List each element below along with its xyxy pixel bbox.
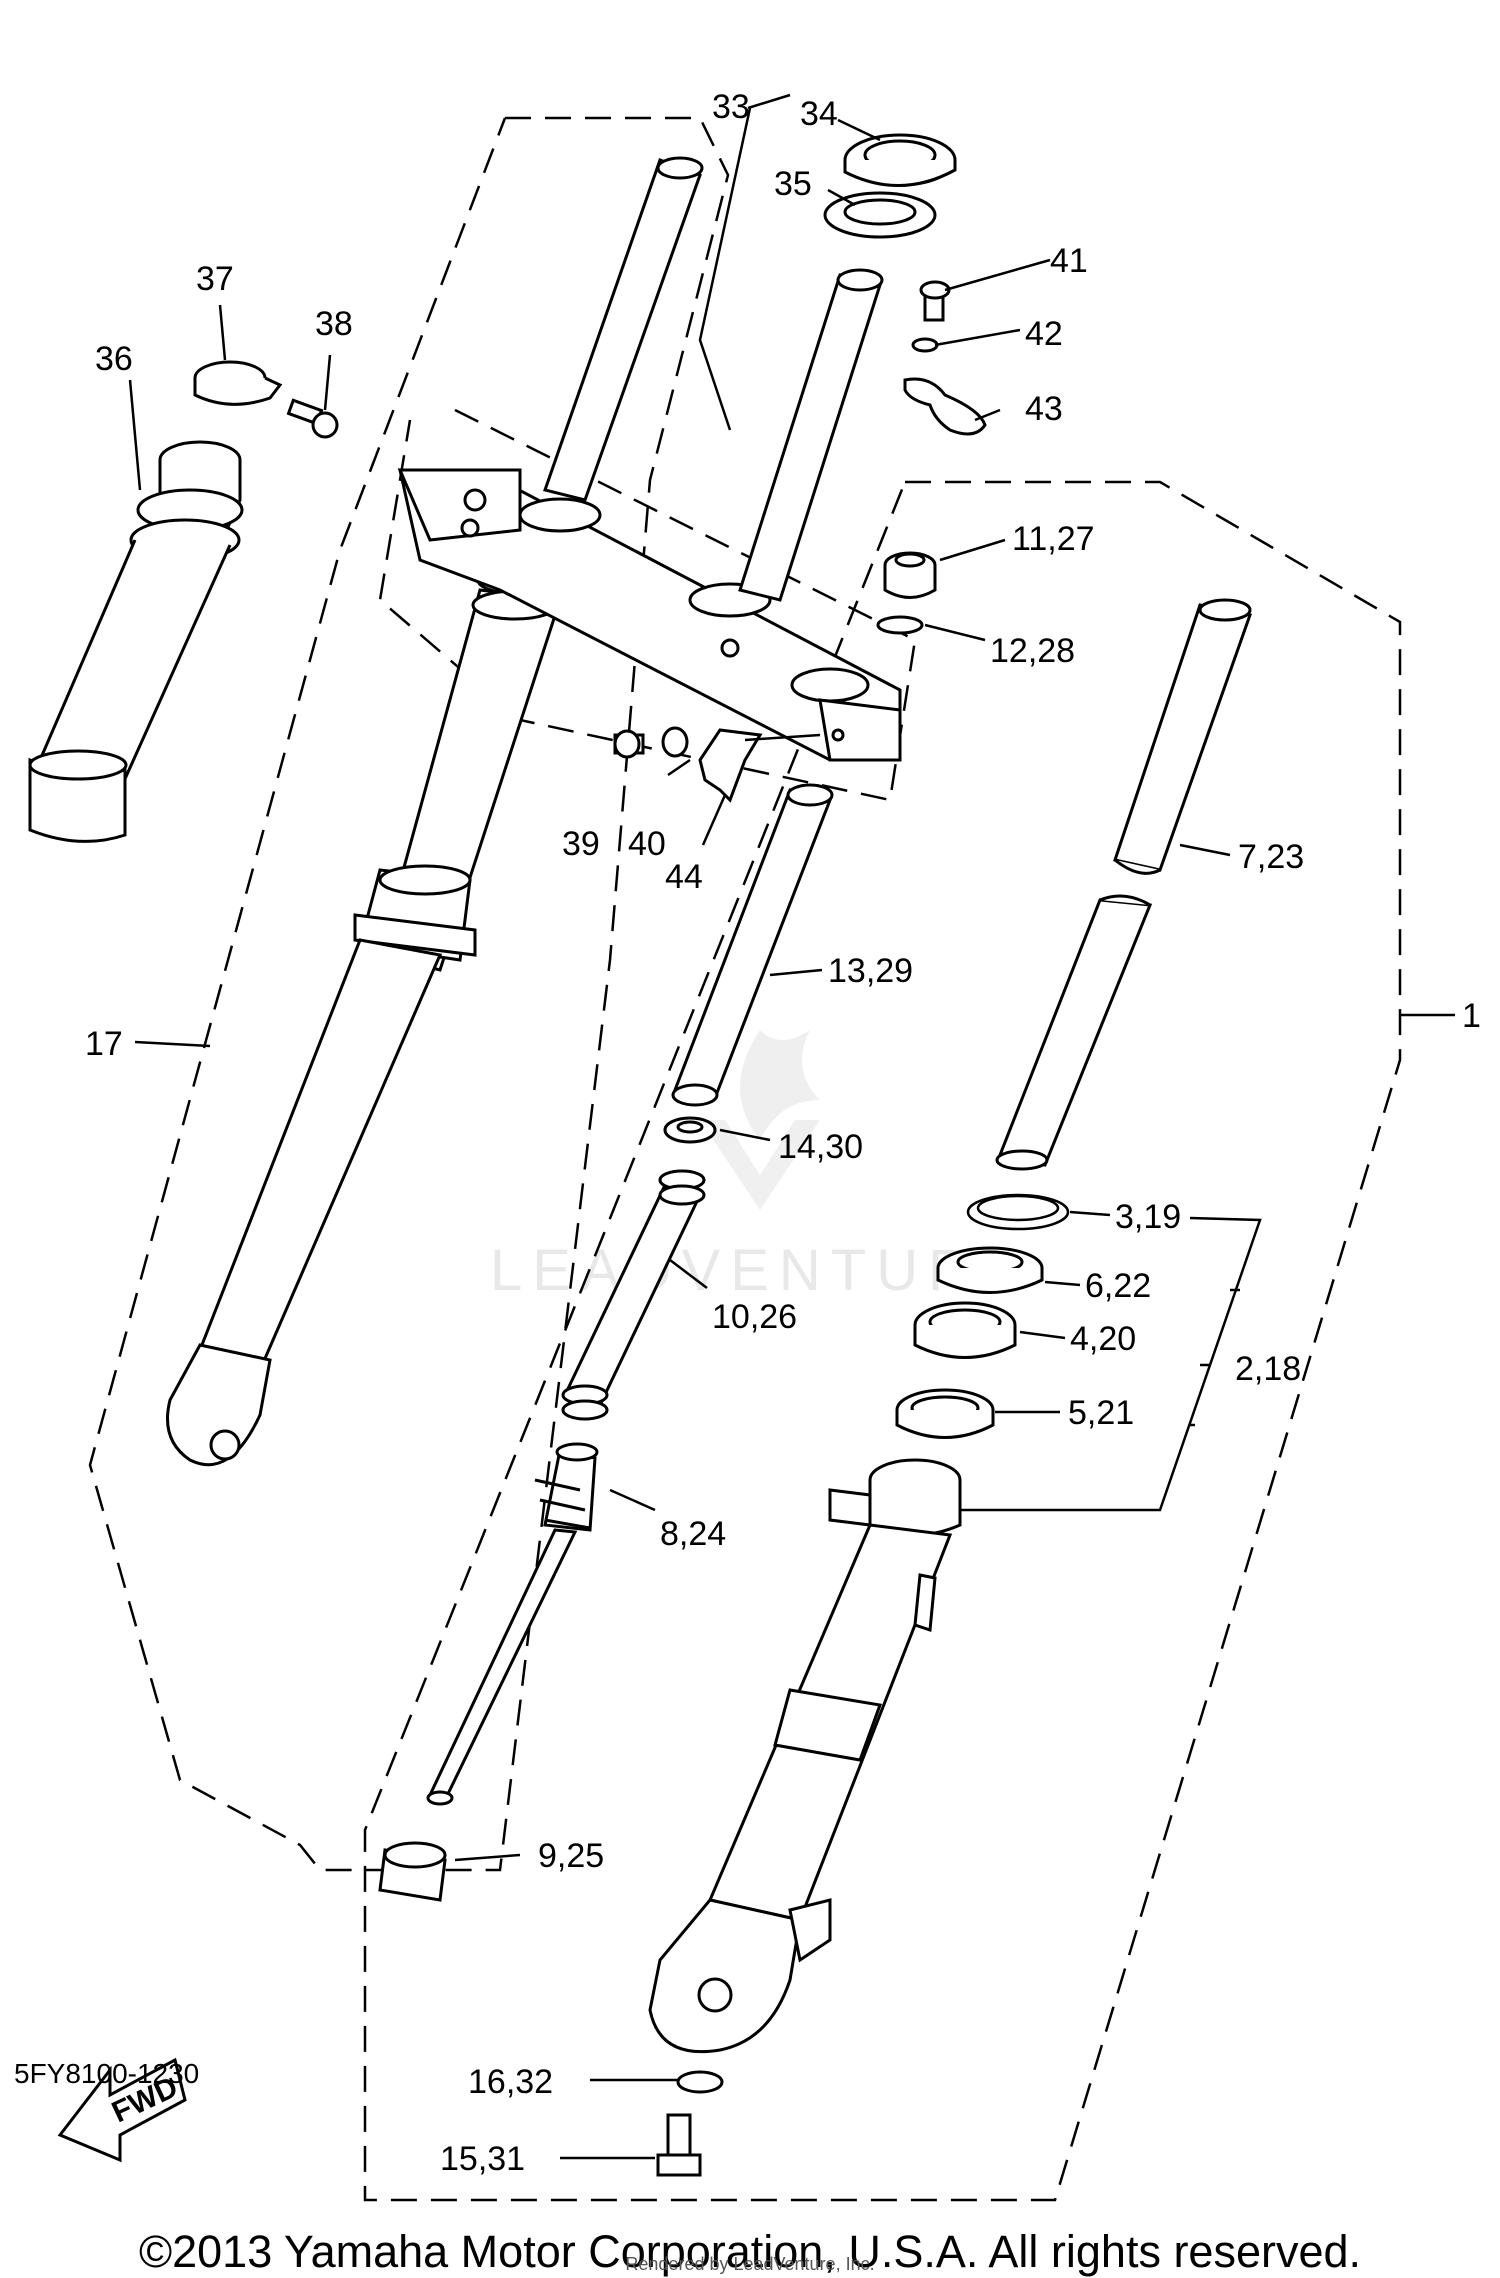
callout-10-26: 10,26 <box>712 1298 797 1336</box>
part-16-32-washer <box>676 2070 724 2094</box>
callout-6-22: 6,22 <box>1085 1267 1151 1305</box>
part-5-21-bushing <box>895 1388 995 1439</box>
part-7-23-inner-tube <box>995 598 1252 1171</box>
part-4-20-oil-seal <box>913 1301 1017 1359</box>
part-10-26-spring <box>561 1169 706 1421</box>
callout-35: 35 <box>774 165 812 203</box>
callout-43: 43 <box>1025 390 1063 428</box>
callout-34: 34 <box>800 95 838 133</box>
leader-lines <box>128 93 1455 2160</box>
callout-17: 17 <box>85 1025 123 1063</box>
part-35-seal <box>823 191 937 239</box>
part-15-31-bolt <box>656 2113 702 2177</box>
callout-36: 36 <box>95 340 133 378</box>
callout-11-27: 11,27 <box>1012 520 1095 558</box>
part-43-clip <box>903 377 987 436</box>
callout-8-24: 8,24 <box>660 1515 726 1553</box>
callout-33: 33 <box>712 88 750 126</box>
part-34-bearing <box>843 133 957 187</box>
callout-44: 44 <box>665 858 703 896</box>
part-9-25-oil-lock-piece <box>378 1841 447 1902</box>
part-14-30-washer <box>663 1116 717 1144</box>
part-36-fork-boot <box>28 440 244 843</box>
part-40-washer <box>661 726 689 758</box>
callout-37: 37 <box>196 260 234 298</box>
callout-14-30: 14,30 <box>778 1128 863 1166</box>
part-38-screw <box>286 398 339 439</box>
callout-40: 40 <box>628 825 666 863</box>
part-39-bolt <box>613 729 645 759</box>
part-33-steering-stem <box>738 268 884 602</box>
callout-41: 41 <box>1050 242 1088 280</box>
copyright-notice: ©2013 Yamaha Motor Corporation, U.S.A. A… <box>138 2226 1362 2277</box>
callout-16-32: 16,32 <box>468 2063 553 2101</box>
callout-13-29: 13,29 <box>828 952 913 990</box>
callout-12-28: 12,28 <box>990 632 1075 670</box>
callout-4-20: 4,20 <box>1070 1320 1136 1358</box>
part-17-left-fork-assembly <box>166 156 704 1467</box>
watermark-logo <box>700 1030 820 1210</box>
part-37-clamp <box>193 360 283 406</box>
part-12-28-o-ring <box>876 615 924 635</box>
callout-1: 1 <box>1462 997 1481 1035</box>
part-8-24-damper-rod <box>426 1442 599 1806</box>
callout-38: 38 <box>315 305 353 343</box>
callout-9-25: 9,25 <box>538 1837 604 1875</box>
callout-39: 39 <box>562 825 600 863</box>
callout-2-18: 2,18 <box>1235 1350 1301 1388</box>
rendered-by-notice: Rendered by LeadVenture, Inc. <box>625 2254 875 2274</box>
diagram-code: 5FY8100-1230 <box>14 2058 200 2089</box>
part-6-22-washer <box>936 1246 1044 1294</box>
part-1-right-outer-tube <box>648 1458 962 2054</box>
part-3-19-clip <box>966 1193 1070 1231</box>
callout-3-19: 3,19 <box>1115 1198 1181 1236</box>
watermark-text: LEADVENTURE <box>490 1238 1029 1303</box>
callout-42: 42 <box>1025 315 1063 353</box>
part-41-bolt <box>919 280 951 322</box>
callout-5-21: 5,21 <box>1068 1394 1134 1432</box>
part-bracket-upper <box>397 468 902 762</box>
boundary-fork-group-right <box>363 480 1402 2202</box>
part-42-washer <box>911 337 939 353</box>
callout-15-31: 15,31 <box>440 2140 525 2178</box>
part-11-27-cap-bolt <box>883 551 937 599</box>
part-13-29-spacer <box>671 783 834 1107</box>
callout-7-23: 7,23 <box>1238 838 1304 876</box>
